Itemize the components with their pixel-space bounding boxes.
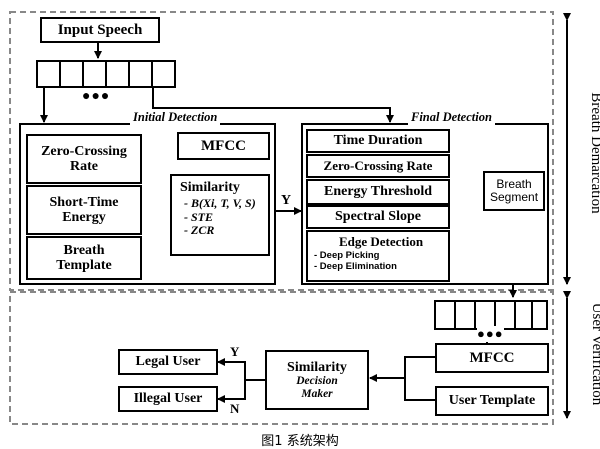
edge-detection-item: - Deep Picking: [314, 250, 380, 262]
zero-crossing-rate-box: Zero-Crossing Rate: [26, 134, 142, 184]
energy-threshold-box: Energy Threshold: [306, 179, 450, 205]
breath-demarcation-label: Breath Demarcation: [588, 92, 600, 214]
breath-template-box: Breath Template: [26, 236, 142, 280]
user-verification-frame: [9, 291, 554, 425]
breath-demarcation-frame: [9, 11, 554, 291]
edge-detection-box: Edge Detection - Deep Picking - Deep Eli…: [306, 230, 450, 282]
input-speech-box: Input Speech: [40, 17, 160, 43]
similarity-item: - B(Xi, T, V, S): [184, 196, 256, 211]
zero-crossing-rate-final-box: Zero-Crossing Rate: [306, 154, 450, 178]
edge-detection-title: Edge Detection: [338, 234, 424, 249]
mfcc-box-verification: MFCC: [435, 343, 549, 373]
decision-yes-label: Y: [230, 344, 240, 359]
breath-segment-box: Breath Segment: [483, 171, 545, 211]
edge-detection-item: - Deep Elimination: [314, 260, 397, 272]
ellipsis-dots-top: ●●●: [82, 89, 111, 104]
time-duration-box: Time Duration: [306, 129, 450, 153]
decision-maker-label: Decision Maker: [296, 375, 338, 400]
similarity-box-initial: Similarity - B(Xi, T, V, S) - STE - ZCR: [170, 174, 270, 256]
short-time-energy-box: Short-Time Energy: [26, 185, 142, 235]
similarity-item: - ZCR: [184, 222, 215, 237]
decision-no-label: N: [230, 401, 240, 416]
legal-user-box: Legal User: [118, 349, 218, 375]
initial-output-y-label: Y: [281, 193, 292, 208]
similarity-item: - STE: [184, 209, 214, 224]
user-template-box: User Template: [435, 386, 549, 416]
similarity-title: Similarity: [180, 180, 240, 195]
initial-detection-title: Initial Detection: [130, 110, 221, 125]
figure-caption: 图1 系统架构: [261, 434, 339, 449]
user-verification-label: User Verification: [589, 302, 600, 406]
ellipsis-dots-bottom: ●●●: [477, 326, 504, 342]
similarity-decision-title: Similarity: [287, 359, 347, 375]
mfcc-box-initial: MFCC: [177, 132, 270, 160]
spectral-slope-box: Spectral Slope: [306, 205, 450, 229]
illegal-user-box: Illegal User: [118, 386, 218, 412]
final-detection-title: Final Detection: [408, 110, 495, 125]
similarity-decision-maker-box: Similarity Decision Maker: [265, 350, 369, 410]
